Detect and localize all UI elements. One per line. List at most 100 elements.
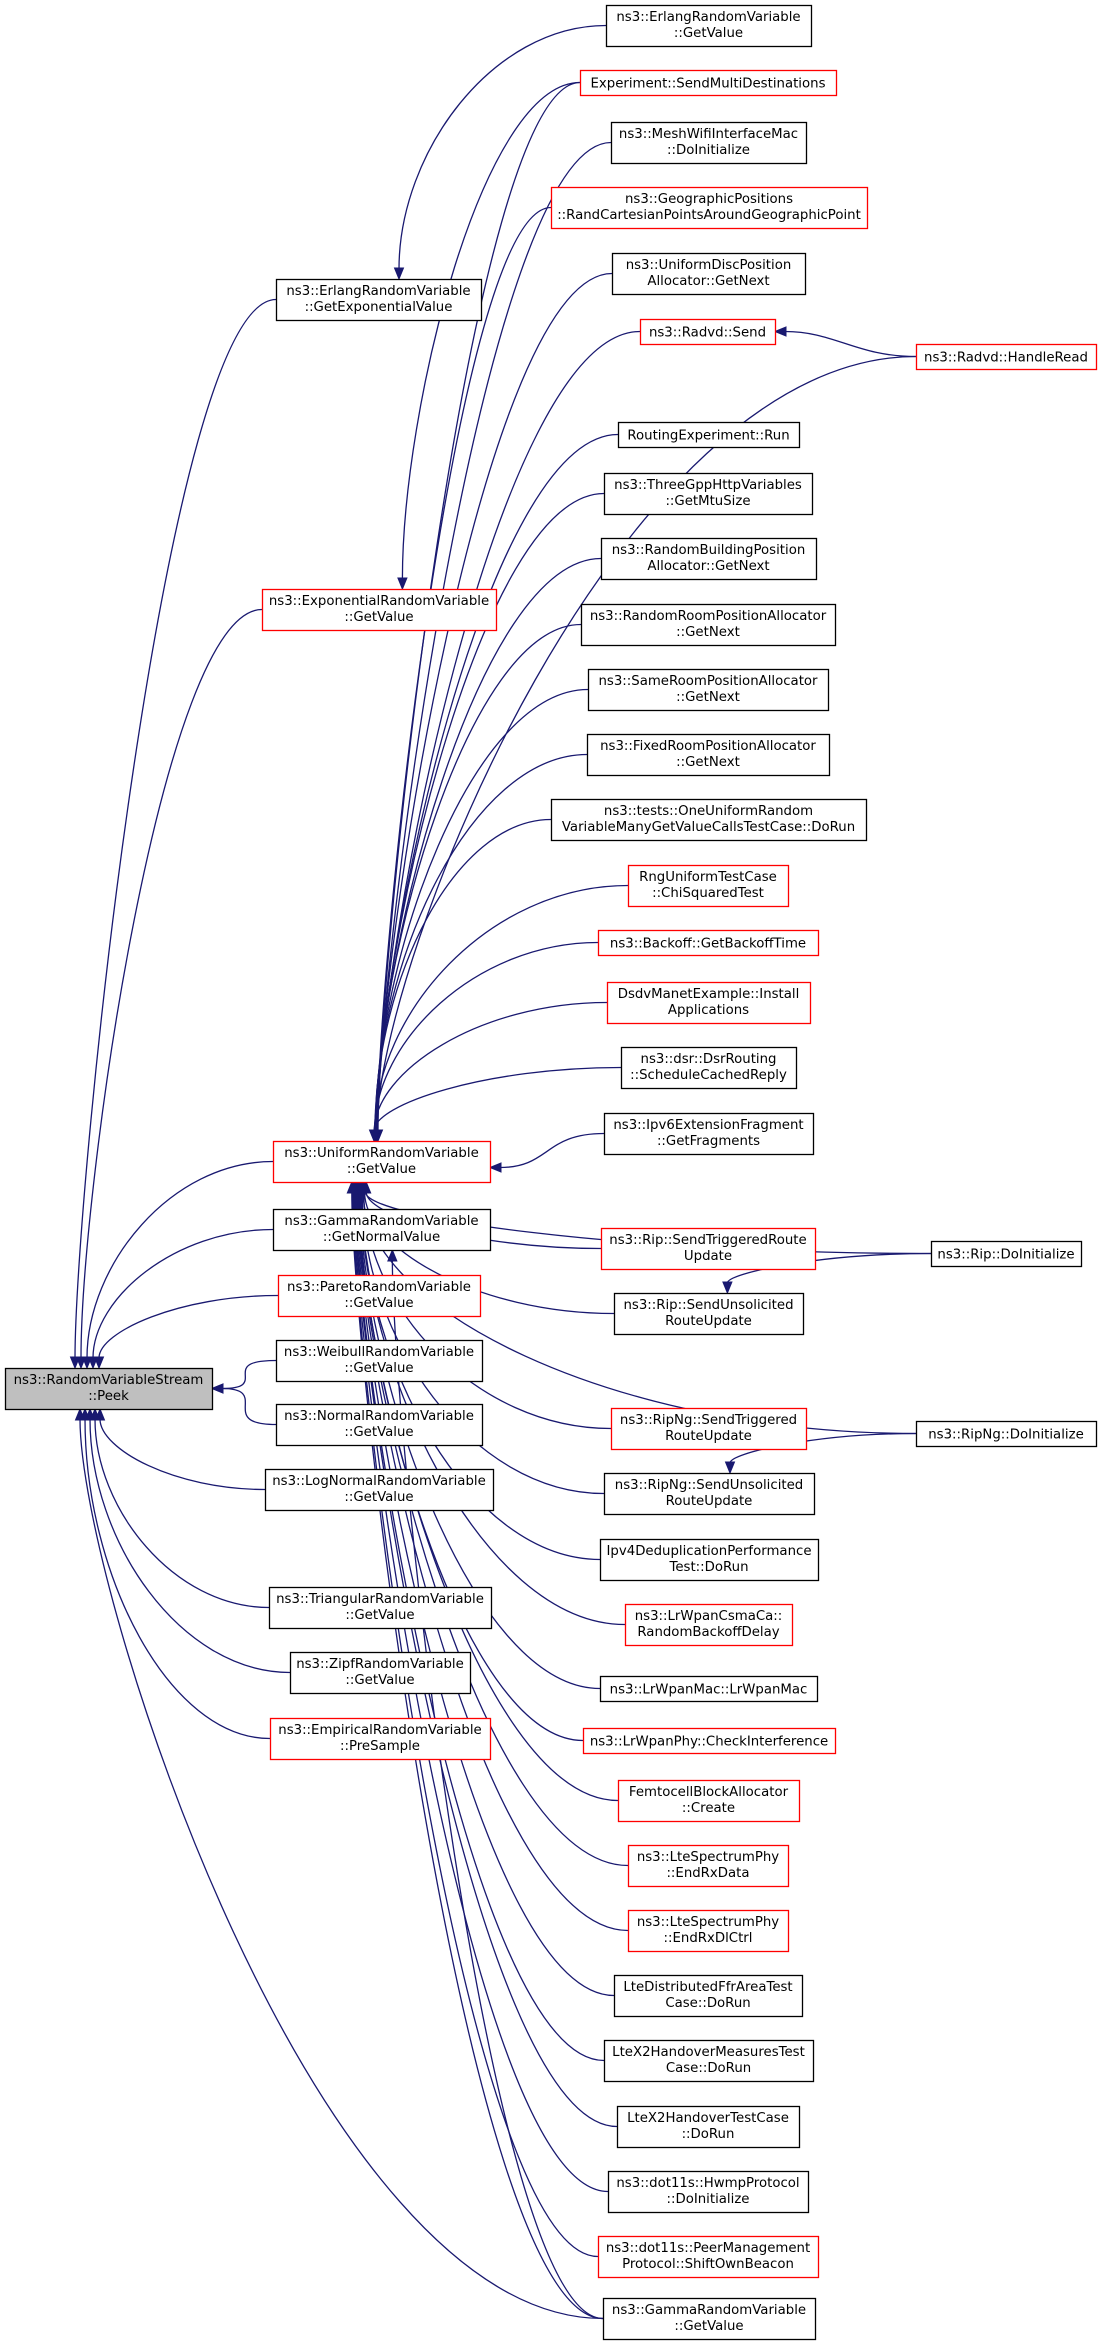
node-box <box>624 1603 794 1647</box>
node-ltex2_handover[interactable]: LteX2HandoverTestCase::DoRun <box>616 2105 801 2149</box>
node-same_room[interactable]: ns3::SameRoomPositionAllocator::GetNext <box>587 668 830 712</box>
node-box <box>627 1844 790 1888</box>
node-rip_doinit[interactable]: ns3::Rip::DoInitialize <box>930 1240 1083 1268</box>
node-backoff[interactable]: ns3::Backoff::GetBackoffTime <box>597 929 820 957</box>
node-label-line: ::GetMtuSize <box>665 494 750 509</box>
node-ripng_doinit[interactable]: ns3::RipNg::DoInitialize <box>915 1420 1098 1448</box>
node-label-line: ns3::LrWpanMac::LrWpanMac <box>610 1683 808 1698</box>
node-label-line: ::GetValue <box>674 26 743 41</box>
node-random_building[interactable]: ns3::RandomBuildingPositionAllocator::Ge… <box>600 537 818 581</box>
node-box <box>264 1468 495 1512</box>
node-box <box>275 1403 484 1447</box>
node-erlang_getvalue[interactable]: ns3::ErlangRandomVariable::GetValue <box>605 4 813 48</box>
node-label-line: ns3::tests::OneUniformRandom <box>604 804 813 819</box>
call-edge-random_building-to-uniform_getvalue <box>370 557 602 1143</box>
node-box <box>603 472 814 516</box>
node-label-line: ns3::RipNg::DoInitialize <box>928 1428 1084 1443</box>
node-box <box>930 1240 1083 1268</box>
node-label-line: ::GetNext <box>676 755 740 770</box>
node-femtocell[interactable]: FemtocellBlockAllocator::Create <box>617 1779 801 1823</box>
node-routing_exp[interactable]: RoutingExperiment::Run <box>617 421 801 449</box>
node-label-line: ns3::ZipfRandomVariable <box>296 1657 464 1672</box>
node-radvd_handleread[interactable]: ns3::Radvd::HandleRead <box>915 343 1098 371</box>
call-edge-normal-to-peek <box>210 1383 277 1426</box>
node-label-line: ::Create <box>682 1801 735 1816</box>
node-box <box>550 186 869 230</box>
node-weibull[interactable]: ns3::WeibullRandomVariable::GetValue <box>275 1339 484 1383</box>
node-lrwpan_csma[interactable]: ns3::LrWpanCsmaCa::RandomBackoffDelay <box>624 1603 794 1647</box>
node-label-line: ::GetValue <box>344 610 413 625</box>
node-label-line: ::Peek <box>88 1389 129 1404</box>
call-edge-ipv6_frag-to-uniform_getvalue <box>488 1132 605 1173</box>
call-edge-zipf-to-peek <box>84 1407 291 1674</box>
node-label-line: ns3::ErlangRandomVariable <box>286 284 470 299</box>
node-triangular[interactable]: ns3::TriangularRandomVariable::GetValue <box>268 1586 493 1630</box>
node-label-line: ns3::LteSpectrumPhy <box>637 1850 779 1865</box>
node-peek[interactable]: ns3::RandomVariableStream::Peek <box>4 1367 214 1411</box>
node-label-line: ns3::SameRoomPositionAllocator <box>598 674 818 689</box>
node-lrwpan_mac[interactable]: ns3::LrWpanMac::LrWpanMac <box>599 1675 819 1703</box>
node-threegpp[interactable]: ns3::ThreeGppHttpVariables::GetMtuSize <box>603 472 814 516</box>
node-rng_uniform[interactable]: RngUniformTestCase::ChiSquaredTest <box>627 864 790 908</box>
node-label-line: ns3::dot11s::HwmpProtocol <box>616 2176 799 2191</box>
node-erlang_getexp[interactable]: ns3::ErlangRandomVariable::GetExponentia… <box>275 278 483 322</box>
node-random_room[interactable]: ns3::RandomRoomPositionAllocator::GetNex… <box>580 603 837 647</box>
node-label-line: Case::DoRun <box>666 2061 751 2076</box>
node-box <box>605 4 813 48</box>
node-geo_pos[interactable]: ns3::GeographicPositions::RandCartesianP… <box>550 186 869 230</box>
node-peer_mgmt[interactable]: ns3::dot11s::PeerManagementProtocol::Shi… <box>597 2235 820 2279</box>
node-box <box>607 2170 810 2214</box>
node-box <box>597 929 820 957</box>
node-box <box>915 1420 1098 1448</box>
node-label-line: ::DoInitialize <box>667 2192 750 2207</box>
node-label-line: ::GetExponentialValue <box>305 300 453 315</box>
node-box <box>610 1407 808 1451</box>
node-label-line: Allocator::GetNext <box>647 274 769 289</box>
node-lte_endrxdata[interactable]: ns3::LteSpectrumPhy::EndRxData <box>627 1844 790 1888</box>
node-box <box>4 1367 214 1411</box>
node-hwmp[interactable]: ns3::dot11s::HwmpProtocol::DoInitialize <box>607 2170 810 2214</box>
node-lognormal[interactable]: ns3::LogNormalRandomVariable::GetValue <box>264 1468 495 1512</box>
node-box <box>613 1292 805 1336</box>
node-empirical[interactable]: ns3::EmpiricalRandomVariable::PreSample <box>269 1717 492 1761</box>
node-dsr[interactable]: ns3::dsr::DsrRouting::ScheduleCachedRepl… <box>620 1046 798 1090</box>
node-exp_getvalue[interactable]: ns3::ExponentialRandomVariable::GetValue <box>261 588 498 632</box>
node-ipv6_frag[interactable]: ns3::Ipv6ExtensionFragment::GetFragments <box>603 1112 815 1156</box>
node-tests_one_uniform[interactable]: ns3::tests::OneUniformRandomVariableMany… <box>550 798 868 842</box>
node-box <box>550 798 868 842</box>
node-lrwpan_phy[interactable]: ns3::LrWpanPhy::CheckInterference <box>582 1727 837 1755</box>
node-send_multi[interactable]: Experiment::SendMultiDestinations <box>579 69 838 97</box>
node-pareto[interactable]: ns3::ParetoRandomVariable::GetValue <box>277 1274 482 1318</box>
node-radvd_send[interactable]: ns3::Radvd::Send <box>639 318 777 346</box>
node-label-line: ::PreSample <box>340 1739 420 1754</box>
node-fixed_room[interactable]: ns3::FixedRoomPositionAllocator::GetNext <box>586 733 831 777</box>
node-mesh_wifi[interactable]: ns3::MeshWifiInterfaceMac::DoInitialize <box>610 121 808 165</box>
node-normal[interactable]: ns3::NormalRandomVariable::GetValue <box>275 1403 484 1447</box>
node-gamma_getnormal[interactable]: ns3::GammaRandomVariable::GetNormalValue <box>272 1208 492 1252</box>
node-box <box>627 1909 790 1953</box>
node-zipf[interactable]: ns3::ZipfRandomVariable::GetValue <box>289 1651 472 1695</box>
call-edge-send_multi-to-exp_getvalue <box>397 81 581 591</box>
node-box <box>272 1140 492 1184</box>
node-label-line: Experiment::SendMultiDestinations <box>590 77 825 92</box>
node-label-line: ns3::RandomBuildingPosition <box>612 543 806 558</box>
node-uniform_getvalue[interactable]: ns3::UniformRandomVariable::GetValue <box>272 1140 492 1184</box>
node-label-line: ::GetValue <box>347 1162 416 1177</box>
node-label-line: ::EndRxDlCtrl <box>664 1931 753 1946</box>
node-box <box>582 1727 837 1755</box>
node-gamma_getvalue[interactable]: ns3::GammaRandomVariable::GetValue <box>602 2297 817 2341</box>
node-label-line: ns3::GammaRandomVariable <box>612 2303 806 2318</box>
node-box <box>599 1675 819 1703</box>
node-lte_endrxdlctrl[interactable]: ns3::LteSpectrumPhy::EndRxDlCtrl <box>627 1909 790 1953</box>
node-uniform_disc[interactable]: ns3::UniformDiscPositionAllocator::GetNe… <box>611 252 807 296</box>
node-label-line: ns3::Ipv6ExtensionFragment <box>613 1118 803 1133</box>
